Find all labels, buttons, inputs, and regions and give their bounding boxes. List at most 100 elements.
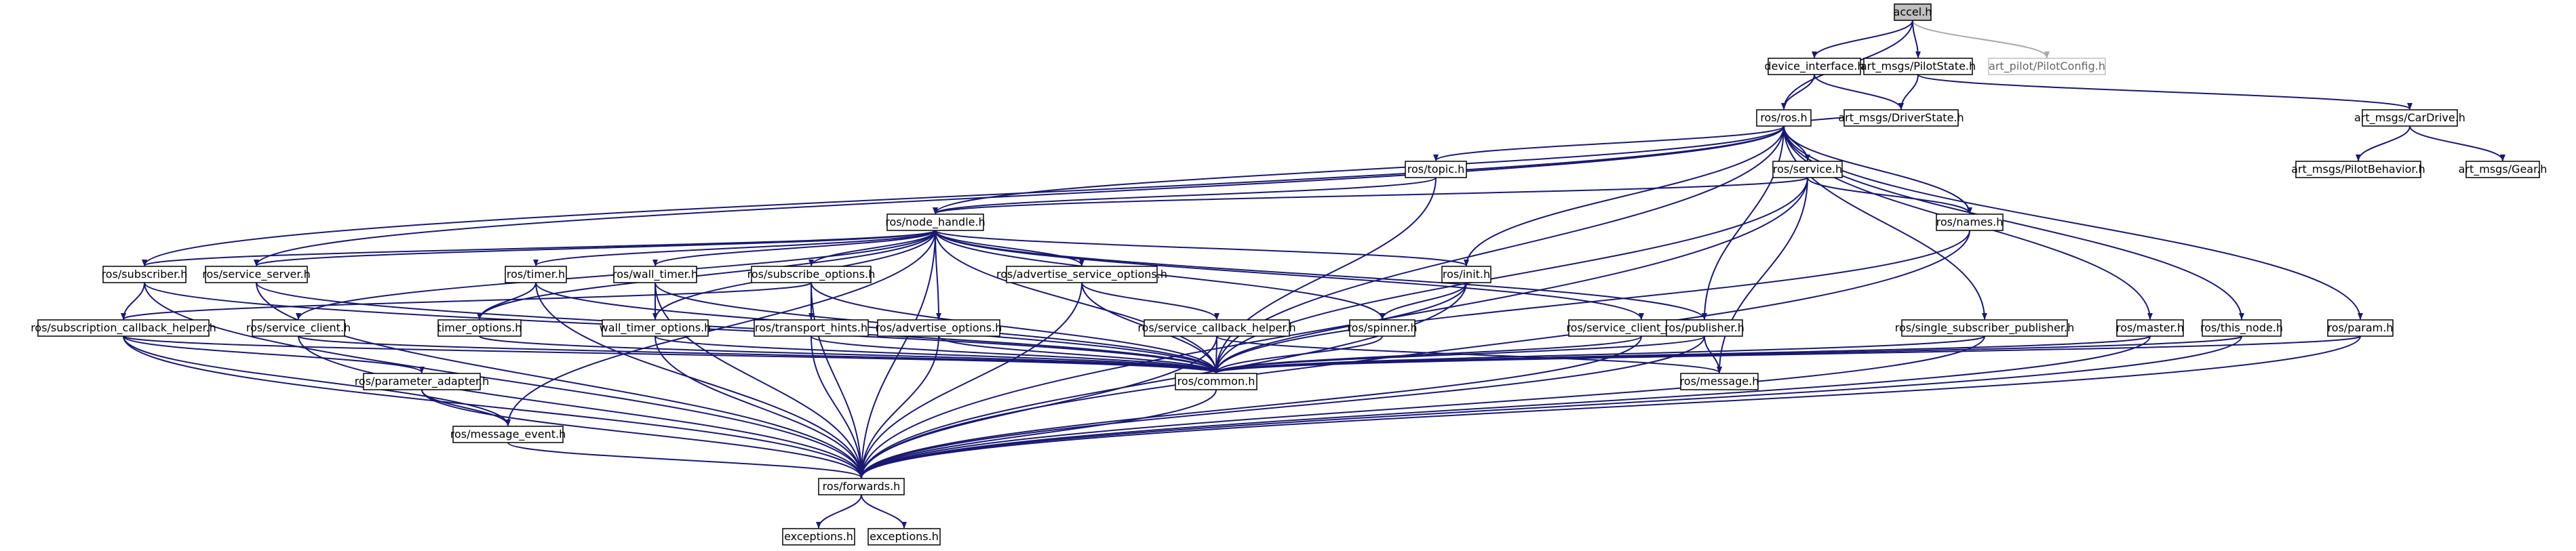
edge-service-to-common (1213, 177, 1808, 373)
node-wall-timer[interactable]: ros/wall_timer.h (612, 266, 698, 283)
edge-service_client-to-common (298, 335, 1219, 373)
node-single-sub-publisher[interactable]: ros/single_subscriber_publisher.h (1895, 319, 2074, 337)
node-param[interactable]: ros/param.h (2327, 319, 2394, 337)
node-box (37, 319, 210, 337)
node-box (505, 266, 567, 283)
edge-device_interface-to-ros_ros (1781, 74, 1815, 110)
node-box (1756, 109, 1812, 127)
node-box (751, 266, 872, 283)
node-publisher[interactable]: ros/publisher.h (1664, 319, 1744, 337)
node-service[interactable]: ros/service.h (1772, 161, 1843, 178)
node-ros-ros[interactable]: ros/ros.h (1756, 109, 1812, 127)
node-device-interface[interactable]: device_interface.h (1764, 58, 1865, 75)
node-box (1666, 319, 1743, 337)
edge-ros_ros-to-this_node (1783, 125, 2244, 320)
node-service-client[interactable]: ros/service_client.h (246, 319, 351, 337)
edge-publisher-to-common (1213, 335, 1705, 373)
edge-param-to-common (1213, 335, 2361, 373)
edge-single_sub_publisher-to-common (1213, 335, 1985, 373)
node-label: ros/master.h (2116, 321, 2184, 334)
edge-accel-to-pilotconfig (1912, 20, 2050, 58)
node-box (1175, 373, 1257, 390)
node-transport-hints[interactable]: ros/transport_hints.h (754, 319, 869, 337)
edge-common-to-forwards (859, 389, 1217, 478)
node-topic[interactable]: ros/topic.h (1405, 161, 1467, 178)
edge-node_handle-to-message_event (505, 230, 936, 426)
edge-service-to-message (1717, 177, 1808, 373)
edge-node_handle-to-wall_timer (652, 230, 936, 266)
node-master[interactable]: ros/master.h (2116, 319, 2184, 337)
node-label: device_interface.h (1764, 60, 1864, 73)
node-gear[interactable]: art_msgs/Gear.h (2459, 161, 2548, 178)
edge-layer (121, 20, 2505, 529)
edge-cardrive-to-pilotbehavior (2356, 125, 2411, 161)
node-spinner[interactable]: ros/spinner.h (1347, 319, 1418, 337)
node-box (452, 426, 564, 443)
node-service-cb-helper[interactable]: ros/service_callback_helper.h (1137, 319, 1296, 337)
node-cardrive[interactable]: art_msgs/CarDrive.h (2354, 109, 2465, 127)
node-label: ros/node_handle.h (885, 216, 985, 229)
node-common[interactable]: ros/common.h (1175, 373, 1257, 390)
node-label: ros/timer.h (507, 268, 565, 281)
node-label: art_msgs/CarDrive.h (2354, 111, 2465, 125)
edge-timer-to-timer_options (477, 282, 536, 320)
node-label: ros/this_node.h (2200, 321, 2283, 335)
node-forwards[interactable]: ros/forwards.h (818, 478, 905, 495)
edge-ros_ros-to-init (1464, 125, 1784, 266)
edge-single_sub_publisher-to-forwards (859, 335, 1985, 478)
node-label: accel.h (1894, 5, 1932, 18)
node-pilotstate[interactable]: art_msgs/PilotState.h (1860, 58, 1976, 75)
node-box (754, 319, 869, 337)
node-box (363, 373, 481, 390)
node-advertise-service-options[interactable]: ros/advertise_service_options.h (996, 266, 1167, 283)
edge-sub_cb_helper-to-forwards (123, 335, 864, 478)
node-init[interactable]: ros/init.h (1441, 266, 1491, 283)
node-exceptions2[interactable]: exceptions.h (867, 528, 941, 546)
node-accel[interactable]: accel.h (1894, 3, 1932, 21)
edge-pilotstate-to-cardrive (1917, 74, 2413, 110)
node-subscribe-options[interactable]: ros/subscribe_options.h (747, 266, 876, 283)
edge-node_handle-to-subscribe_options (808, 230, 936, 266)
edge-advertise_options-to-common (938, 335, 1219, 373)
node-timer[interactable]: ros/timer.h (505, 266, 567, 283)
node-box (2465, 161, 2540, 178)
node-box (1936, 213, 2004, 231)
node-label: art_msgs/PilotBehavior.h (2291, 163, 2425, 176)
node-this-node[interactable]: ros/this_node.h (2200, 319, 2283, 337)
node-box (252, 319, 345, 337)
edge-accel-to-device_interface (1812, 20, 1913, 58)
node-box (2362, 109, 2458, 127)
node-subscriber[interactable]: ros/subscriber.h (102, 266, 188, 283)
node-parameter-adapter[interactable]: ros/parameter_adapter.h (355, 373, 490, 390)
edge-service_client_options-to-forwards (859, 335, 1642, 478)
edge-service-to-forwards (859, 177, 1808, 478)
node-names[interactable]: ros/names.h (1936, 213, 2004, 231)
node-message-event[interactable]: ros/message_event.h (450, 426, 566, 443)
node-label: ros/forwards.h (823, 480, 901, 493)
node-box (1863, 58, 1973, 75)
edge-advertise_service_options-to-service_cb_helper (1081, 282, 1219, 320)
node-box (1768, 58, 1861, 75)
edge-sub_cb_helper-to-message_event (123, 335, 511, 426)
edge-wall_timer_options-to-forwards (655, 335, 864, 478)
node-node-handle[interactable]: ros/node_handle.h (885, 213, 985, 231)
node-message[interactable]: ros/message.h (1680, 373, 1759, 390)
edge-parameter_adapter-to-forwards (421, 389, 864, 478)
node-advertise-options[interactable]: ros/advertise_options.h (876, 319, 1002, 337)
node-driverstate[interactable]: art_msgs/DriverState.h (1838, 109, 1964, 127)
node-label: ros/subscribe_options.h (747, 268, 876, 281)
node-box (886, 213, 984, 231)
edge-param-to-forwards (859, 335, 2361, 478)
edge-this_node-to-forwards (859, 335, 2242, 478)
node-timer-options[interactable]: timer_options.h (437, 319, 522, 337)
node-wall-timer-options[interactable]: wall_timer_options.h (600, 319, 711, 337)
node-exceptions1[interactable]: exceptions.h (782, 528, 855, 546)
node-label: ros/wall_timer.h (612, 268, 698, 281)
node-pilotconfig[interactable]: art_pilot/PilotConfig.h (1988, 58, 2106, 75)
node-sub-cb-helper[interactable]: ros/subscription_callback_helper.h (31, 319, 216, 337)
node-pilotbehavior[interactable]: art_msgs/PilotBehavior.h (2291, 161, 2425, 178)
edge-node_handle-to-init (935, 230, 1469, 266)
node-label: timer_options.h (437, 321, 522, 335)
node-service-server[interactable]: ros/service_server.h (202, 266, 311, 283)
